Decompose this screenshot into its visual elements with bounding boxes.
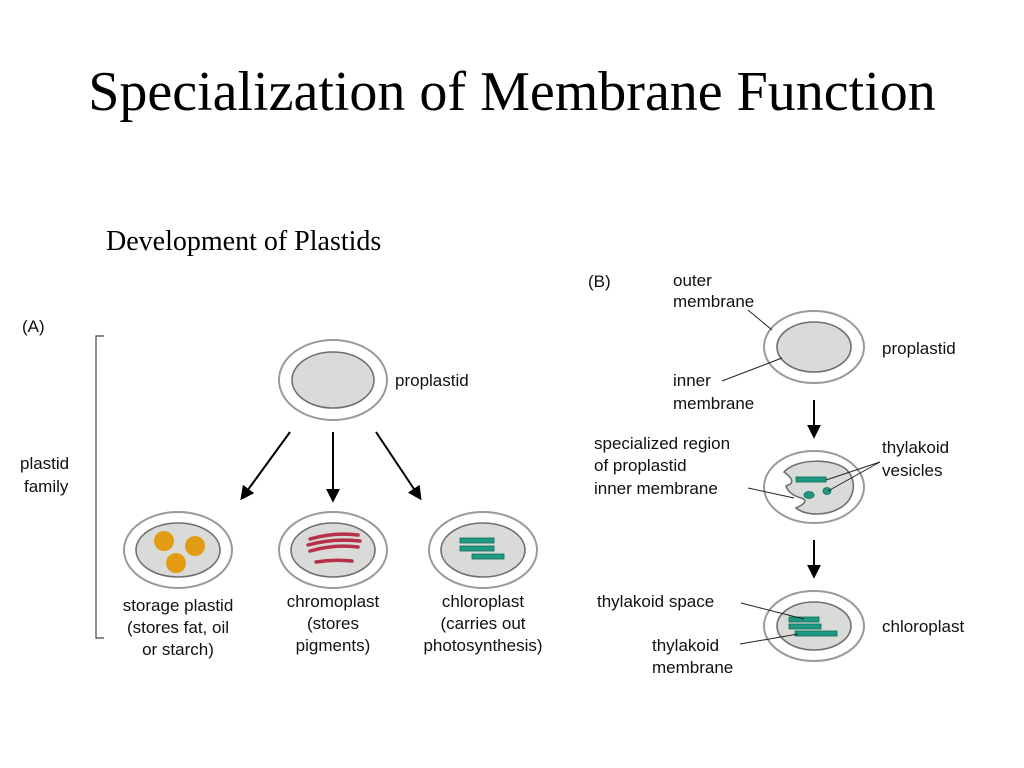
developing-plastid [763,450,865,524]
pigment-stroke [306,538,362,547]
arrow-to-chloroplast [375,431,422,501]
thylakoid-vesicle [822,487,832,495]
proplastid-a-inner-membrane [291,351,375,409]
thylakoid-stack [788,623,822,630]
chloroplast-caption-line-2: (carries out [440,614,525,633]
plastid-family-label-line-2: family [24,477,69,496]
thylakoid-stack [459,545,495,552]
panel-b: (B) outer membrane inner membrane propla… [588,271,964,677]
arrow-to-storage-plastid [240,431,291,501]
page-title: Specialization of Membrane Function [88,61,936,123]
chromoplast-caption-line-2: (stores [307,614,359,633]
outer-membrane-leader [747,309,773,331]
chromoplast [278,511,388,589]
pigment-stroke [314,558,354,564]
thylakoid-membrane-leader [739,633,799,645]
thylakoid-vesicles-leader [825,461,881,481]
proplastid-a [278,339,388,421]
thylakoid-stack [471,553,505,560]
panel-b-label: (B) [588,272,611,291]
chromoplast-caption-line-3: pigments) [296,636,371,655]
starch-granule [166,553,186,573]
pigment-stroke [308,544,360,553]
diagram-subtitle: Development of Plastids [106,226,382,257]
proplastid-a-label: proplastid [395,371,469,390]
pigment-stroke [308,532,360,541]
chromoplast-inner-membrane [290,522,376,578]
thylakoid-vesicles-leader [827,461,881,492]
inner-membrane-label-line-2: membrane [673,394,754,413]
specialized-region-leader [747,487,795,499]
chromoplast-caption-line-1: chromoplast [287,592,380,611]
chloroplast-b-label: chloroplast [882,617,964,636]
thylakoid-vesicle [795,476,827,483]
panel-a: (A) plastid family proplastid storage pl… [20,317,543,659]
storage-plastid [123,511,233,589]
thylakoid-vesicles-label-line-1: thylakoid [882,438,949,457]
starch-granule [185,536,205,556]
inner-membrane-leader [721,357,783,382]
thylakoid-space-label: thylakoid space [597,592,714,611]
thylakoid-stack [459,537,495,544]
plastid-family-bracket [95,335,104,639]
thylakoid-stack [788,616,820,623]
outer-membrane-label-line-2: membrane [673,292,754,311]
chloroplast-a [428,511,538,589]
inner-membrane-label-line-1: inner [673,371,711,390]
storage-plastid-caption-line-2: (stores fat, oil [127,618,229,637]
storage-plastid-caption-line-3: or starch) [142,640,214,659]
proplastid-b [763,310,865,384]
starch-granule [154,531,174,551]
developing-plastid-inner-membrane [782,460,855,515]
storage-plastid-caption-line-1: storage plastid [123,596,234,615]
panel-a-label: (A) [22,317,45,336]
proplastid-b-label: proplastid [882,339,956,358]
plastid-family-label-line-1: plastid [20,454,69,473]
thylakoid-space-leader [740,602,805,620]
thylakoid-membrane-label-line-1: thylakoid [652,636,719,655]
chloroplast-caption-line-3: photosynthesis) [423,636,542,655]
chloroplast-caption-line-1: chloroplast [442,592,524,611]
thylakoid-vesicle [803,491,815,499]
specialized-region-label-line-3: inner membrane [594,479,718,498]
proplastid-b-inner-membrane [776,321,852,373]
chloroplast-b [763,590,865,662]
specialized-region-label-line-1: specialized region [594,434,730,453]
specialized-region-label-line-2: of proplastid [594,456,687,475]
thylakoid-vesicles-label-line-2: vesicles [882,461,942,480]
outer-membrane-label-line-1: outer [673,271,712,290]
thylakoid-stack [794,630,838,637]
thylakoid-membrane-label-line-2: membrane [652,658,733,677]
